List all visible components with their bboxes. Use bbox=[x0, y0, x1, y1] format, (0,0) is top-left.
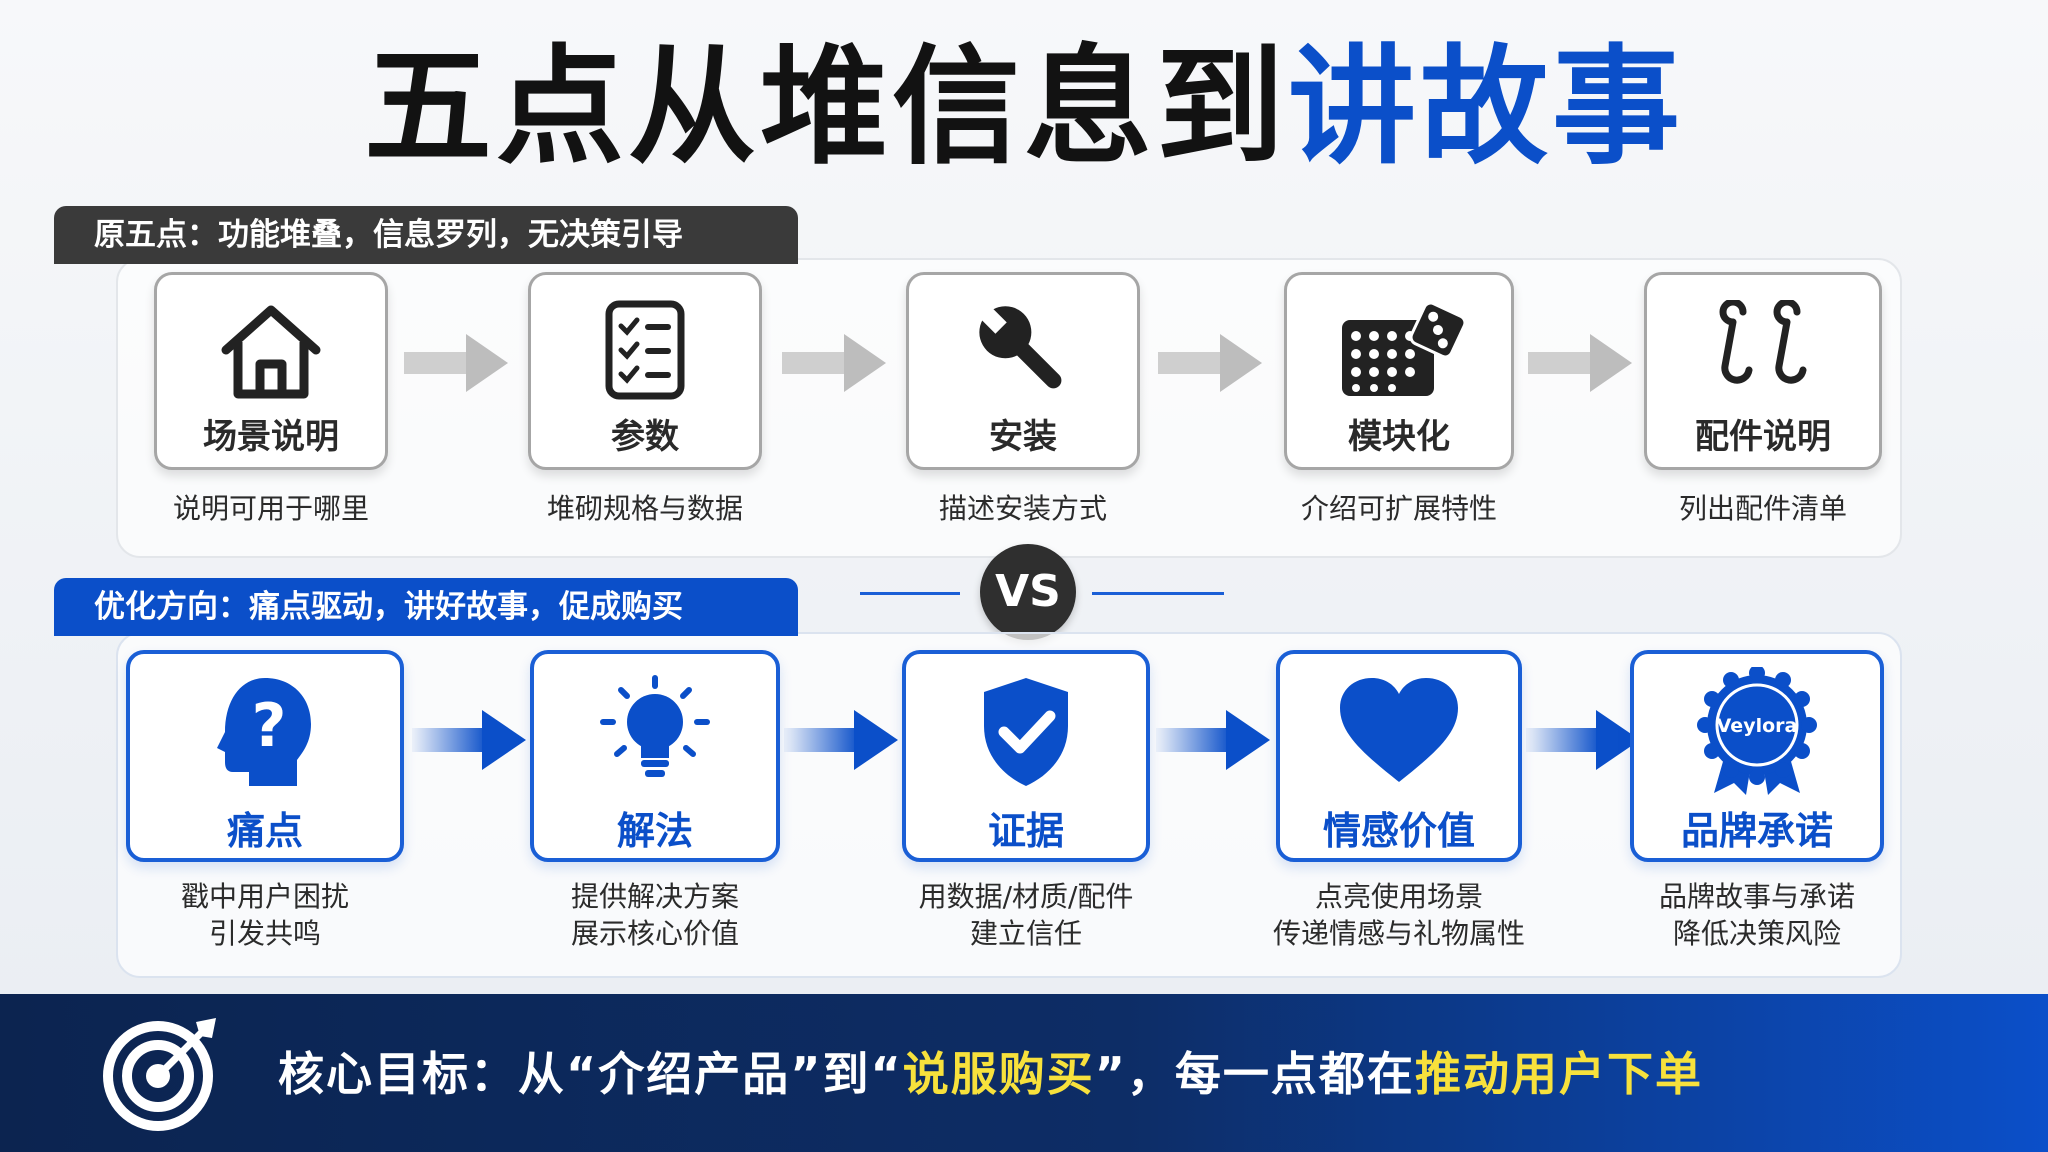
card-label: 安装 bbox=[989, 417, 1057, 457]
checklist-icon bbox=[531, 295, 759, 405]
footer-highlight-1: 说服购买 bbox=[902, 1047, 1095, 1101]
original-card-params: 参数 bbox=[528, 272, 762, 470]
arrow-right-icon bbox=[1528, 334, 1632, 392]
heart-icon bbox=[1280, 672, 1518, 792]
card-label: 证据 bbox=[987, 809, 1064, 853]
desc-line-2: 建立信任 bbox=[969, 917, 1082, 950]
optimized-section-label: 优化方向：痛点驱动，讲好故事，促成购买 bbox=[54, 578, 798, 636]
footer-middle: ”，每一点都在 bbox=[1094, 1047, 1415, 1101]
shield-check-icon bbox=[906, 672, 1146, 792]
card-description: 列出配件清单 bbox=[1678, 492, 1847, 525]
optimized-card-emotional-value: 情感价值 bbox=[1276, 650, 1522, 862]
card-label: 参数 bbox=[611, 417, 679, 457]
s-hooks-icon bbox=[1647, 295, 1879, 405]
arrow-right-icon bbox=[782, 334, 886, 392]
desc-line-1: 品牌故事与承诺 bbox=[1658, 880, 1855, 913]
arrow-right-icon bbox=[404, 334, 508, 392]
vs-badge: VS bbox=[980, 544, 1076, 640]
card-description: 说明可用于哪里 bbox=[172, 492, 369, 525]
desc-line-1: 点亮使用场景 bbox=[1314, 880, 1483, 913]
lightbulb-icon bbox=[534, 672, 776, 792]
arrow-right-icon bbox=[784, 710, 898, 770]
arrow-right-icon bbox=[412, 710, 526, 770]
footer-prefix: 核心目标：从“介绍产品”到“ bbox=[278, 1047, 903, 1101]
footer-highlight-2: 推动用户下单 bbox=[1414, 1047, 1703, 1101]
card-description: 介绍可扩展特性 bbox=[1300, 492, 1497, 525]
page-title: 五点从堆信息到讲故事 bbox=[0, 28, 2048, 188]
house-icon bbox=[157, 295, 385, 405]
original-card-modular: 模块化 bbox=[1284, 272, 1514, 470]
desc-line-1: 提供解决方案 bbox=[570, 880, 739, 913]
card-label: 配件说明 bbox=[1695, 417, 1831, 457]
card-label: 痛点 bbox=[226, 809, 303, 853]
badge-icon: Veylora bbox=[1634, 667, 1880, 795]
footer-banner: 核心目标：从“介绍产品”到“说服购买”，每一点都在推动用户下单 bbox=[0, 994, 2048, 1152]
card-description: 堆砌规格与数据 bbox=[546, 492, 743, 525]
target-icon bbox=[103, 1018, 216, 1131]
footer-text: 核心目标：从“介绍产品”到“说服购买”，每一点都在推动用户下单 bbox=[278, 1034, 1703, 1114]
desc-line-2: 传递情感与礼物属性 bbox=[1272, 917, 1525, 950]
card-description: 点亮使用场景 传递情感与礼物属性 bbox=[1244, 878, 1554, 952]
desc-line-2: 引发共鸣 bbox=[208, 917, 321, 950]
card-label: 解法 bbox=[616, 809, 693, 853]
card-description: 戳中用户困扰 引发共鸣 bbox=[126, 878, 404, 952]
svg-text:?: ? bbox=[252, 691, 287, 761]
original-card-install: 安装 bbox=[906, 272, 1140, 470]
desc-line-1: 戳中用户困扰 bbox=[180, 880, 349, 913]
original-card-accessories: 配件说明 bbox=[1644, 272, 1882, 470]
title-part-1: 五点从堆信息到 bbox=[363, 33, 1288, 182]
badge-text: Veylora bbox=[1717, 715, 1798, 737]
vs-divider-left bbox=[860, 592, 960, 595]
original-card-scene: 场景说明 bbox=[154, 272, 388, 470]
card-label: 情感价值 bbox=[1322, 809, 1475, 853]
desc-line-1: 用数据/材质/配件 bbox=[918, 880, 1134, 913]
arrow-right-icon bbox=[1526, 710, 1640, 770]
optimized-card-solution: 解法 bbox=[530, 650, 780, 862]
title-part-2: 讲故事 bbox=[1288, 33, 1685, 182]
card-description: 用数据/材质/配件 建立信任 bbox=[880, 878, 1172, 952]
optimized-card-evidence: 证据 bbox=[902, 650, 1150, 862]
card-label: 品牌承诺 bbox=[1680, 809, 1833, 853]
arrow-right-icon bbox=[1158, 334, 1262, 392]
card-description: 描述安装方式 bbox=[938, 492, 1107, 525]
desc-line-2: 展示核心价值 bbox=[570, 917, 739, 950]
card-description: 提供解决方案 展示核心价值 bbox=[510, 878, 800, 952]
card-label: 场景说明 bbox=[203, 417, 339, 457]
optimized-card-brand-promise: Veylora 品牌承诺 bbox=[1630, 650, 1884, 862]
wrench-icon bbox=[909, 295, 1137, 405]
card-label: 模块化 bbox=[1348, 417, 1450, 457]
head-question-icon: ? bbox=[130, 672, 400, 792]
optimized-card-pain-point: ? 痛点 bbox=[126, 650, 404, 862]
desc-line-2: 降低决策风险 bbox=[1672, 917, 1841, 950]
original-section-label: 原五点：功能堆叠，信息罗列，无决策引导 bbox=[54, 206, 798, 264]
card-description: 品牌故事与承诺 降低决策风险 bbox=[1610, 878, 1904, 952]
modules-icon bbox=[1287, 295, 1511, 405]
vs-divider-right bbox=[1092, 592, 1224, 595]
arrow-right-icon bbox=[1156, 710, 1270, 770]
